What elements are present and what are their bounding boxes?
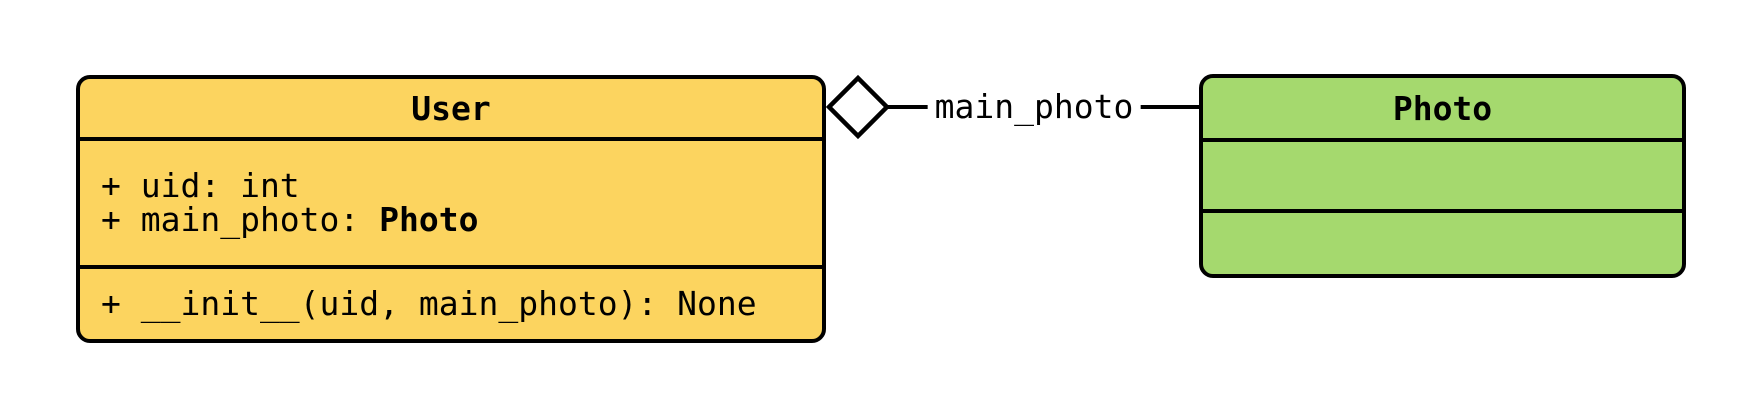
aggregation-diamond-icon: [826, 74, 891, 140]
class-methods-compartment-empty: [1203, 209, 1682, 274]
method-text: + __init__(uid, main_photo): None: [101, 284, 757, 323]
class-name-photo: Photo: [1392, 88, 1493, 128]
class-attributes-compartment: + uid: int + main_photo: Photo: [80, 137, 822, 265]
class-methods-compartment: + __init__(uid, main_photo): None: [80, 265, 822, 339]
method-init: + __init__(uid, main_photo): None: [101, 287, 822, 321]
class-box-photo: Photo: [1199, 74, 1686, 278]
class-name-user: User: [411, 88, 491, 128]
class-box-user: User + uid: int + main_photo: Photo + __…: [76, 75, 826, 343]
attribute-type-ref: Photo: [379, 200, 479, 239]
class-title-compartment: User: [80, 79, 822, 137]
attribute-text: + uid: int: [101, 166, 300, 205]
attribute-main-photo: + main_photo: Photo: [101, 203, 822, 237]
class-title-compartment: Photo: [1203, 78, 1682, 138]
attribute-text: + main_photo:: [101, 200, 380, 239]
relationship-label: main_photo: [927, 88, 1141, 126]
class-attributes-compartment-empty: [1203, 138, 1682, 209]
attribute-uid: + uid: int: [101, 169, 822, 203]
